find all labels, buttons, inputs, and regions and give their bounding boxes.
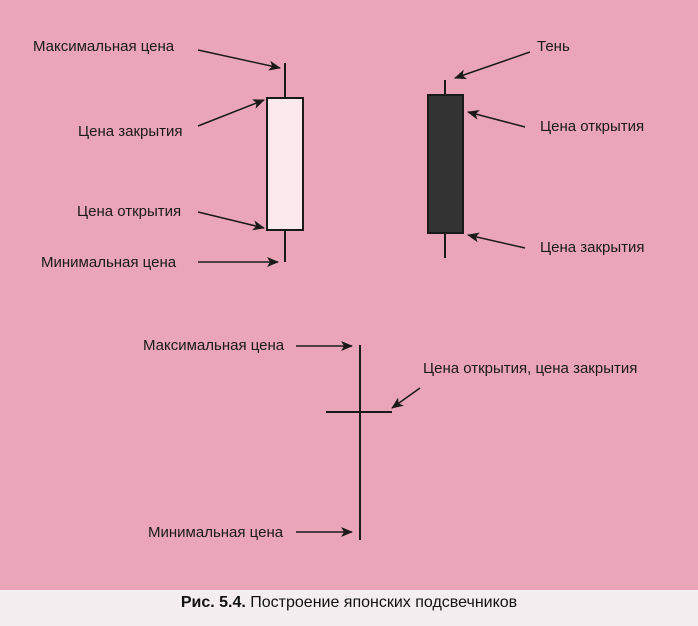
arrow-open-price-right	[467, 109, 526, 128]
label-max-price-bottom: Максимальная цена	[143, 337, 285, 354]
label-open-price-right: Цена открытия	[540, 118, 645, 135]
pink-background	[0, 0, 698, 590]
arrow-close-price	[197, 99, 265, 127]
label-max-price: Максимальная цена	[33, 38, 175, 55]
arrow-max-price	[197, 49, 281, 71]
arrow-shadow	[454, 51, 531, 80]
arrow-close-price-right	[467, 232, 526, 249]
label-open-close-price: Цена открытия, цена закрытия	[423, 360, 638, 377]
label-shadow: Тень	[537, 38, 570, 55]
label-close-price: Цена закрытия	[78, 123, 183, 140]
figure-title: Построение японских подсвечников	[250, 594, 518, 611]
candle2-filled-body	[427, 94, 464, 234]
label-close-price-right: Цена закрытия	[540, 239, 645, 256]
label-open-price: Цена открытия	[77, 203, 182, 220]
arrow-open-close	[391, 387, 421, 409]
arrow-open-price	[197, 211, 265, 231]
candle1-hollow-body	[266, 97, 304, 231]
figure-caption: Рис. 5.4. Построение японских подсвечник…	[0, 594, 698, 612]
label-min-price-bottom: Минимальная цена	[148, 524, 284, 541]
candlestick-diagram	[197, 49, 531, 540]
figure-number: Рис. 5.4.	[180, 594, 246, 611]
label-min-price: Минимальная цена	[41, 254, 177, 271]
